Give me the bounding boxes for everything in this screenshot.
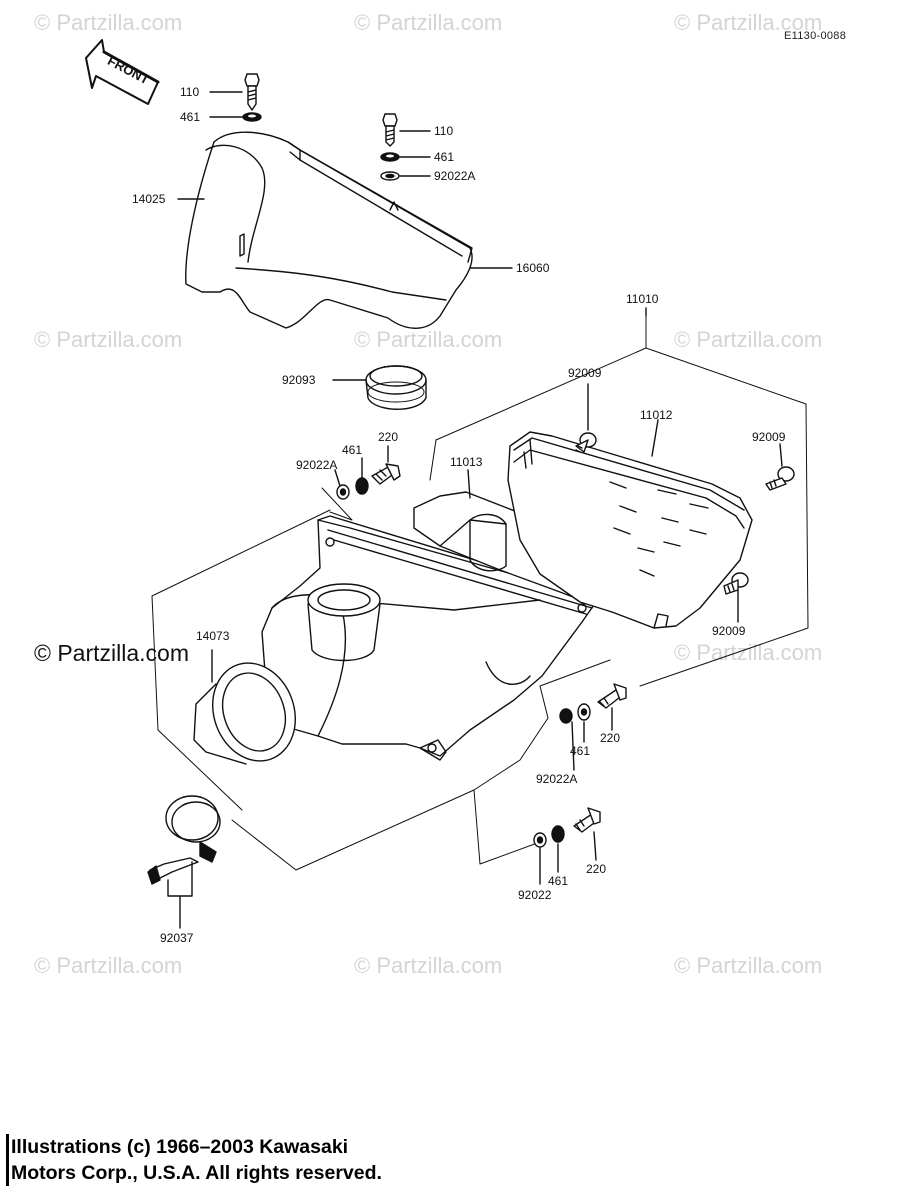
part-label-92009-b[interactable]: 92009 <box>752 430 786 444</box>
watermark-lower-left: © Partzilla.com <box>34 640 189 666</box>
air-cleaner-cover-14025 <box>185 131 473 329</box>
part-label-220-left[interactable]: 220 <box>378 430 399 444</box>
watermark-bottom-right: © Partzilla.com <box>674 953 823 978</box>
intake-duct-14073 <box>193 662 296 765</box>
part-label-92022A-top[interactable]: 92022A <box>434 169 476 183</box>
nut-92022-bottom <box>533 832 547 848</box>
part-label-92093[interactable]: 92093 <box>282 373 316 387</box>
washer-461-right <box>577 703 591 721</box>
watermark-bottom-left: © Partzilla.com <box>34 953 183 978</box>
part-label-11010[interactable]: 11010 <box>626 292 659 306</box>
washer-461-bottom <box>551 825 565 843</box>
bolt-110-mid <box>382 113 398 147</box>
washer-461-top <box>242 112 262 122</box>
part-label-461-bottom[interactable]: 461 <box>548 874 569 888</box>
grommet-92093 <box>365 365 427 410</box>
washer-461-mid <box>380 152 400 162</box>
bolt-110-top <box>244 73 260 111</box>
watermark-mid-center: © Partzilla.com <box>354 327 503 352</box>
part-label-92037[interactable]: 92037 <box>160 931 194 945</box>
copyright-line-2: Motors Corp., U.S.A. All rights reserved… <box>11 1162 382 1184</box>
bolt-220-left <box>371 463 401 485</box>
part-label-92009-c[interactable]: 92009 <box>712 624 746 638</box>
part-label-92022A-right[interactable]: 92022A <box>536 772 578 786</box>
watermark-mid-right: © Partzilla.com <box>674 327 823 352</box>
part-label-92022-bottom[interactable]: 92022 <box>518 888 552 902</box>
watermark-bottom-center: © Partzilla.com <box>354 953 503 978</box>
part-label-461-mid[interactable]: 461 <box>434 150 455 164</box>
watermark-top-right: © Partzilla.com <box>674 10 823 35</box>
part-label-461-right[interactable]: 461 <box>570 744 591 758</box>
part-label-461-left[interactable]: 461 <box>342 443 363 457</box>
part-label-220-bottom[interactable]: 220 <box>586 862 607 876</box>
part-label-14025[interactable]: 14025 <box>132 192 166 206</box>
nut-92022A-left <box>336 484 350 500</box>
screw-92009-c <box>723 572 749 595</box>
copyright-notice: Illustrations (c) 1966–2003 Kawasaki Mot… <box>6 1134 382 1186</box>
front-arrow-icon: FRONT <box>85 39 160 105</box>
clamp-92037 <box>147 795 221 885</box>
diagram-code: E1130-0088 <box>784 30 847 42</box>
copyright-line-1: Illustrations (c) 1966–2003 Kawasaki <box>11 1136 349 1158</box>
part-label-110-top[interactable]: 110 <box>180 85 200 99</box>
part-label-11013[interactable]: 11013 <box>450 455 483 469</box>
washer-461-left <box>355 477 369 495</box>
air-cleaner-case <box>261 515 601 761</box>
part-label-14073[interactable]: 14073 <box>196 629 230 643</box>
bolt-220-bottom <box>573 807 601 833</box>
watermark-mid-left: © Partzilla.com <box>34 327 183 352</box>
part-label-92009-a[interactable]: 92009 <box>568 366 602 380</box>
watermark-top-left: © Partzilla.com <box>34 10 183 35</box>
watermark-top-center: © Partzilla.com <box>354 10 503 35</box>
part-label-461-top[interactable]: 461 <box>180 110 201 124</box>
watermark-lower-right: © Partzilla.com <box>674 640 823 665</box>
screw-92009-a <box>575 432 597 453</box>
washer-92022A-top <box>380 171 400 181</box>
part-label-92022A-left[interactable]: 92022A <box>296 458 338 472</box>
part-label-110-mid[interactable]: 110 <box>434 124 454 138</box>
part-label-16060[interactable]: 16060 <box>516 261 550 275</box>
bolt-220-right <box>597 683 627 709</box>
nut-92022A-right <box>559 708 573 724</box>
screw-92009-b <box>765 466 795 491</box>
part-label-220-right[interactable]: 220 <box>600 731 621 745</box>
side-cover-11012 <box>507 431 753 629</box>
part-label-11012[interactable]: 11012 <box>640 408 673 422</box>
